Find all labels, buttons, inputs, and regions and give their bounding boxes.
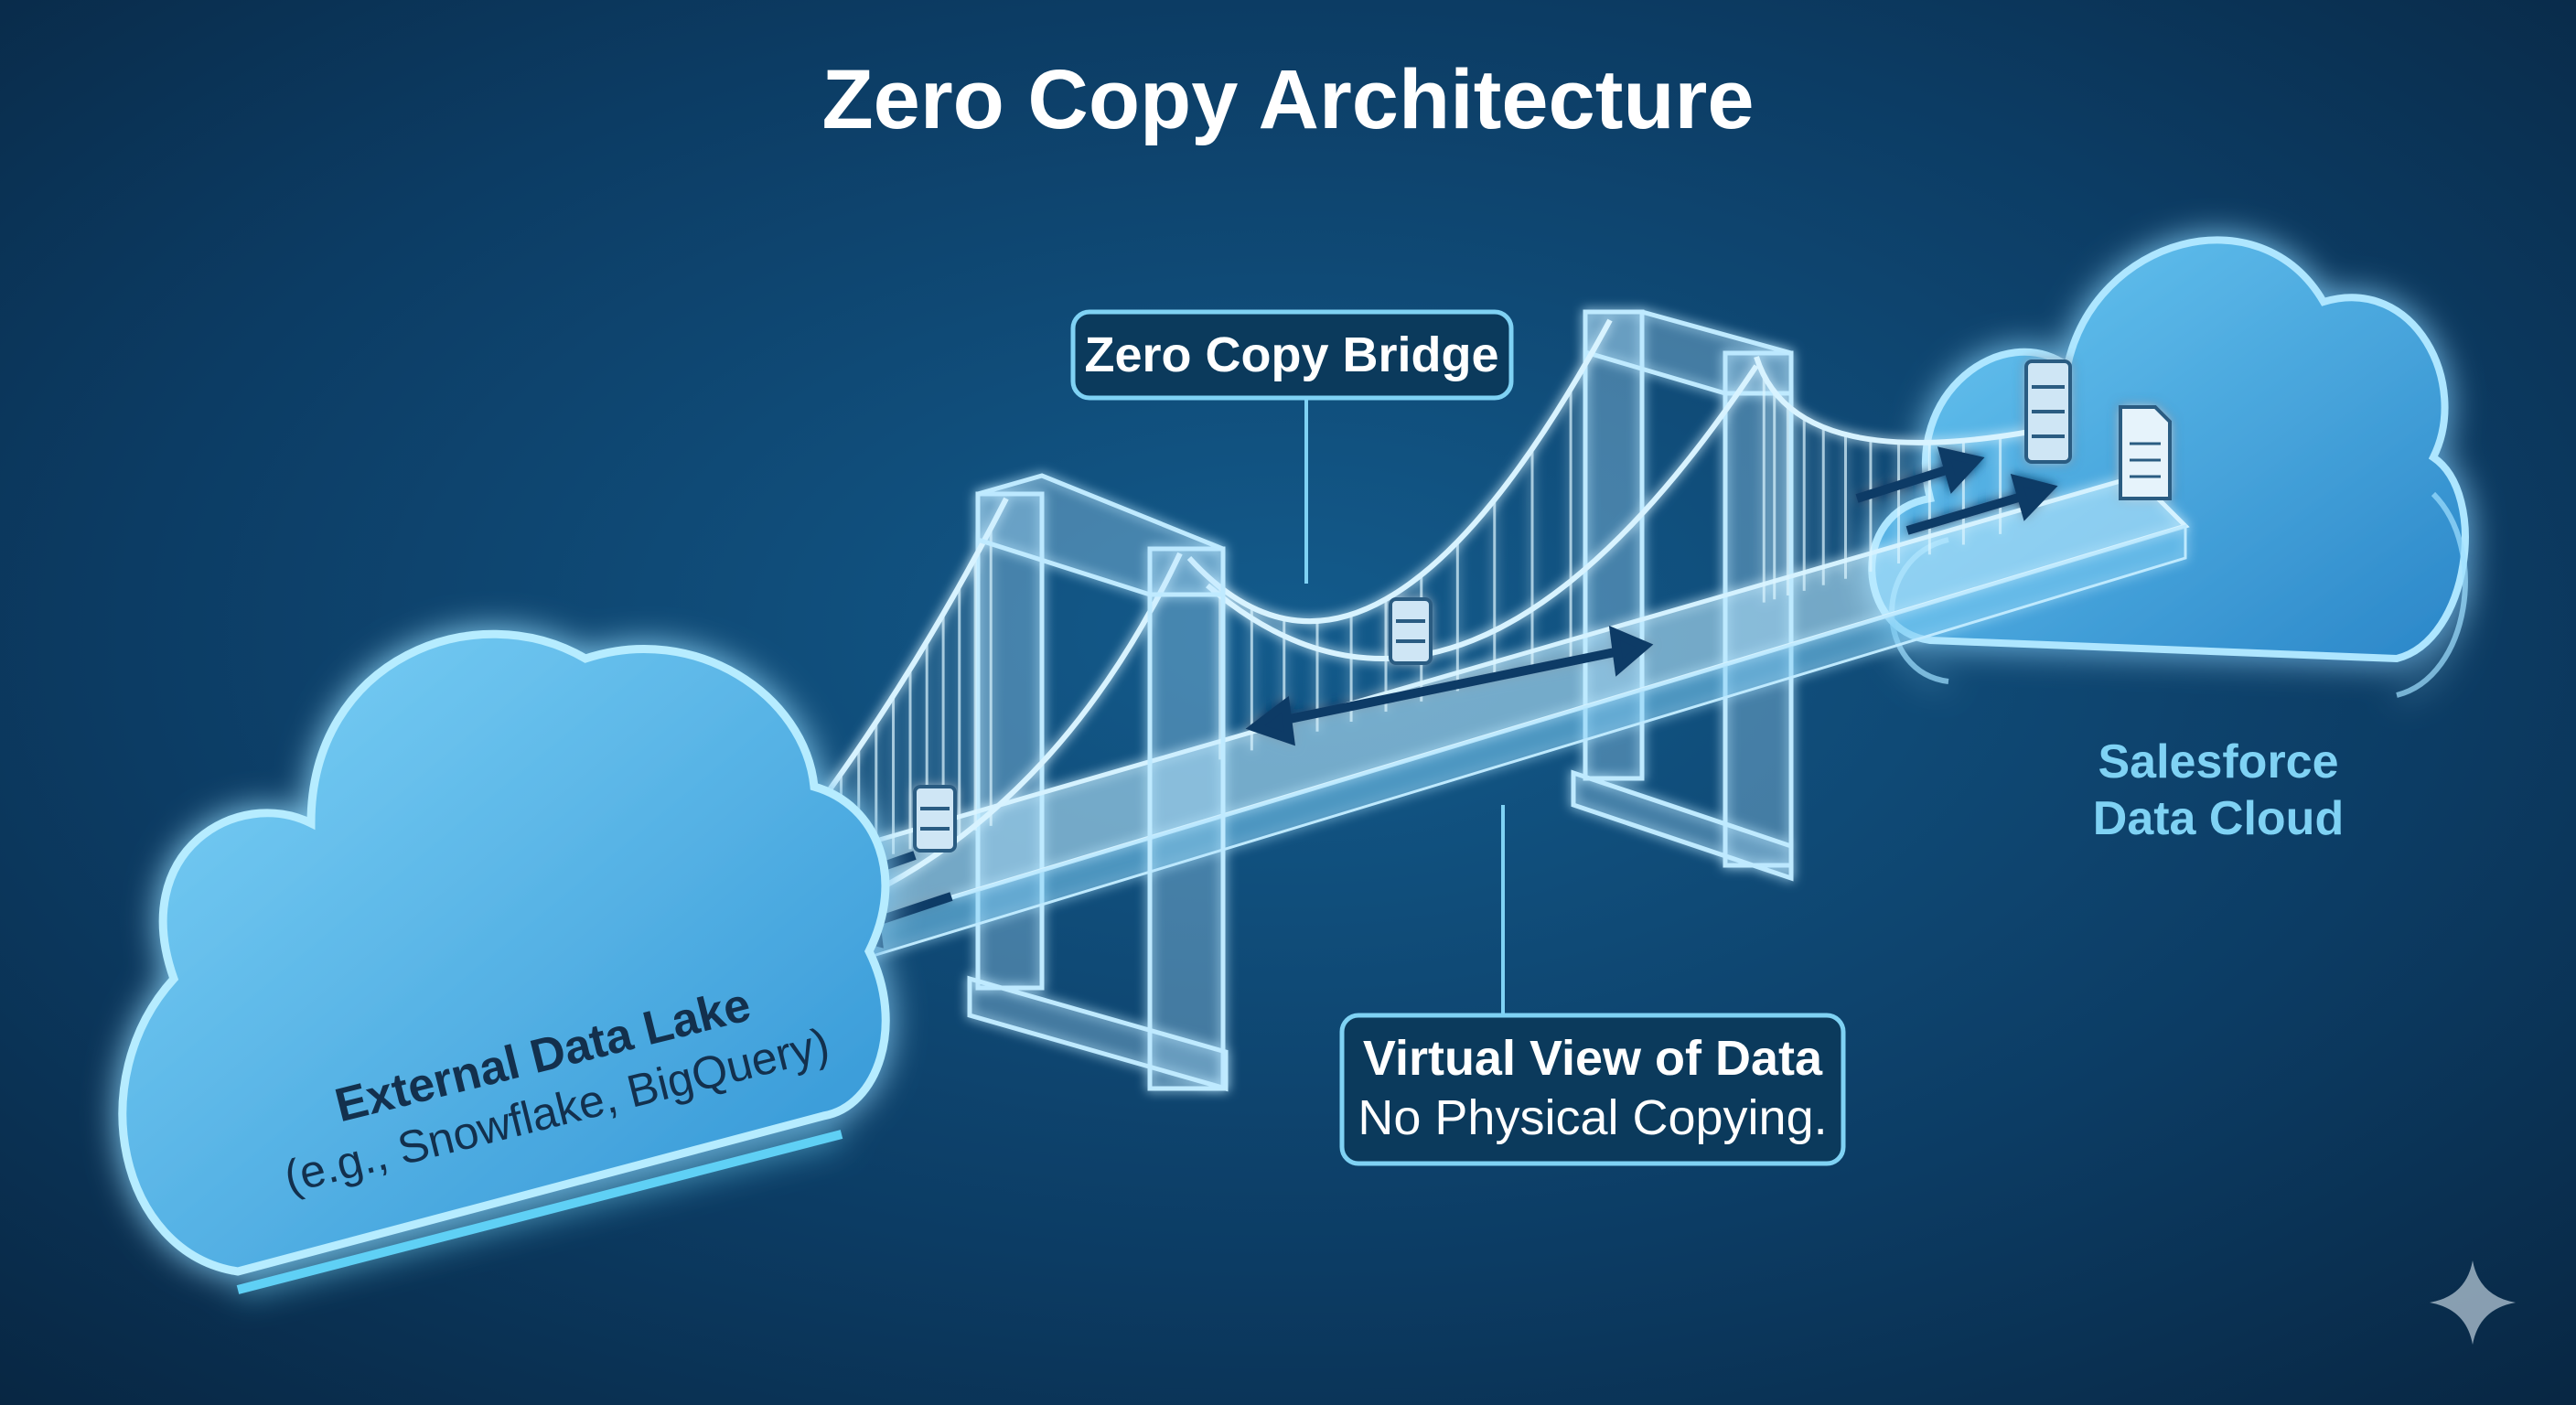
tower-2-base — [1571, 769, 1794, 882]
virtual-view-subtext: No Physical Copying. — [1358, 1090, 1827, 1145]
main-cable-mid — [1186, 318, 1613, 625]
server-icon — [1389, 597, 1433, 665]
zero-copy-bridge — [767, 309, 2190, 1092]
server-icon — [913, 785, 957, 853]
main-cable-right — [1754, 356, 2041, 445]
page-title: Zero Copy Architecture — [821, 53, 1754, 146]
arrow-right-2 — [1905, 489, 2033, 535]
arrow-right-2-head — [2010, 473, 2058, 521]
arrow-mid-head-right — [1608, 625, 1654, 677]
arrow-mid-head-left — [1245, 695, 1296, 746]
virtual-view-box — [1339, 1013, 1846, 1166]
document-icon — [2119, 405, 2172, 500]
bridge-label-box — [1070, 309, 1514, 401]
cloud-icon — [118, 629, 890, 1276]
external-data-lake-cloud — [118, 629, 890, 1294]
virtual-view-heading: Virtual View of Data — [1363, 1031, 1823, 1086]
tower-1-leg-front — [1147, 546, 1226, 1091]
salesforce-label-line2: Data Cloud — [2093, 792, 2344, 845]
sparkle-icon — [2430, 1260, 2516, 1345]
cloud-rim — [236, 1130, 843, 1294]
server-icon — [2024, 359, 2072, 464]
salesforce-label-line1: Salesforce — [2098, 735, 2338, 788]
arrow-mid-double — [1270, 645, 1630, 727]
tower-1-crossbar — [975, 473, 1226, 597]
arrow-right-1-head — [1937, 446, 1985, 494]
bridge-label: Zero Copy Bridge — [1084, 327, 1498, 382]
main-cable-mid-near — [1206, 364, 1759, 661]
tower-2-crossbar — [1583, 309, 1794, 396]
tower-1-base — [967, 975, 1229, 1092]
main-cable-left — [802, 497, 1009, 825]
arrow-right-1 — [1855, 462, 1959, 503]
